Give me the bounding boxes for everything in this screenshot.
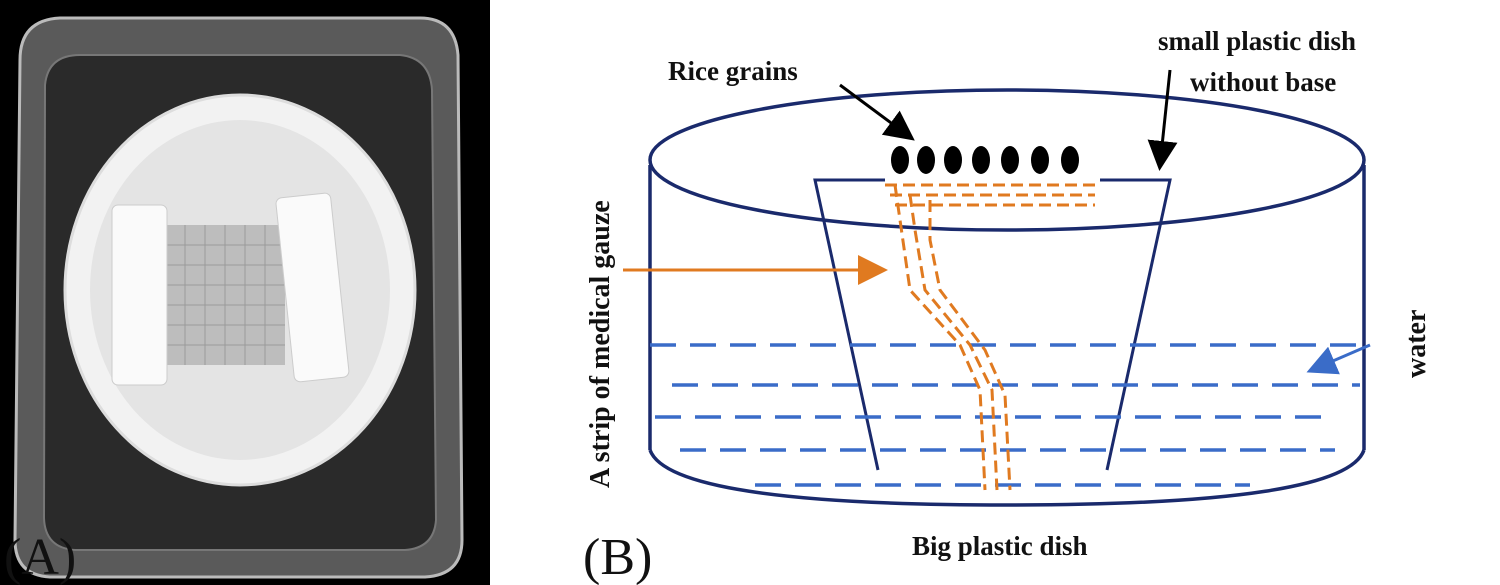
small-dish-label-line2: without base [1190,67,1336,97]
rice-grains [891,146,1079,174]
rice-grain-icon [1061,146,1079,174]
panel-b-label: (B) [583,529,652,585]
gauze-mesh [165,225,285,365]
water-label: water [1401,310,1432,378]
small-dish-label-line1: small plastic dish [1158,26,1356,56]
big-plastic-dish [648,88,1366,507]
panel-b-diagram: Rice grains small plastic dish without b… [583,26,1432,585]
rice-arrow-icon [839,83,915,141]
rice-grain-icon [944,146,962,174]
left-clip [111,204,168,386]
rice-grain-icon [891,146,909,174]
rice-grain-icon [917,146,935,174]
gauze-strip [885,183,1095,491]
panel-a-label: (A) [4,529,76,585]
rice-grain-icon [1001,146,1019,174]
small-dish-arrow-icon [1147,69,1178,171]
small-plastic-dish [813,178,1172,471]
rice-grain-icon [972,146,990,174]
gauze-label: A strip of medical gauze [585,200,616,488]
right-clip [275,192,350,383]
rice-grains-label: Rice grains [668,56,798,86]
panel-a-photo: (A) [0,0,490,585]
water-arrow-icon [1306,343,1371,375]
rice-grain-icon [1031,146,1049,174]
big-dish-label: Big plastic dish [912,531,1088,561]
